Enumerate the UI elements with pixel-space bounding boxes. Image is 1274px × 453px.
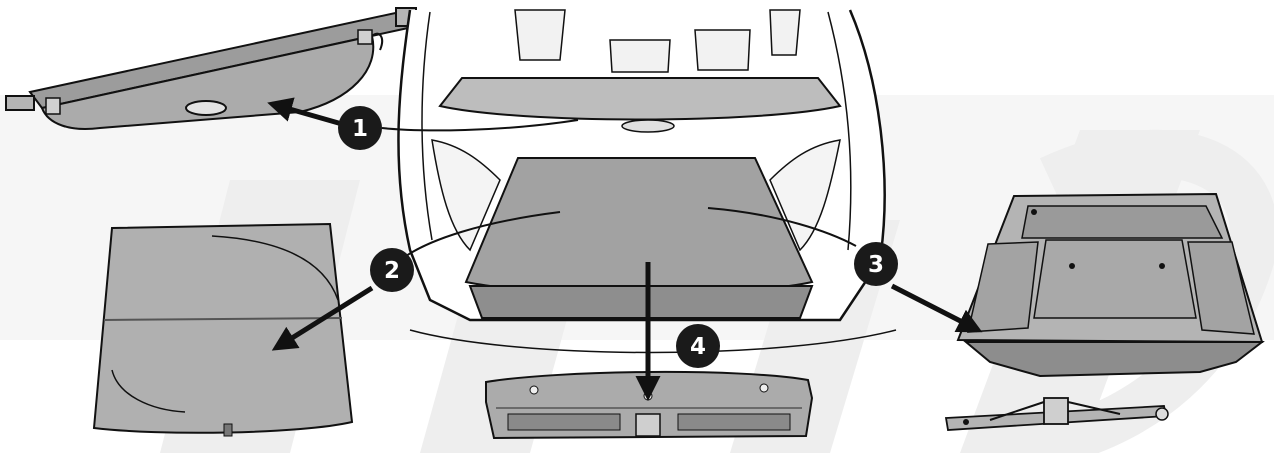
callout-1: 1 bbox=[338, 106, 382, 150]
callout-4: 4 bbox=[676, 324, 720, 368]
floor-panel-illustration bbox=[94, 224, 352, 436]
callout-4-label: 4 bbox=[690, 334, 706, 360]
storage-tray-illustration bbox=[958, 194, 1262, 376]
callout-3-label: 3 bbox=[868, 252, 884, 278]
callout-2-label: 2 bbox=[384, 258, 400, 284]
callout-3: 3 bbox=[854, 242, 898, 286]
callout-1-label: 1 bbox=[352, 116, 368, 142]
callout-2: 2 bbox=[370, 248, 414, 292]
